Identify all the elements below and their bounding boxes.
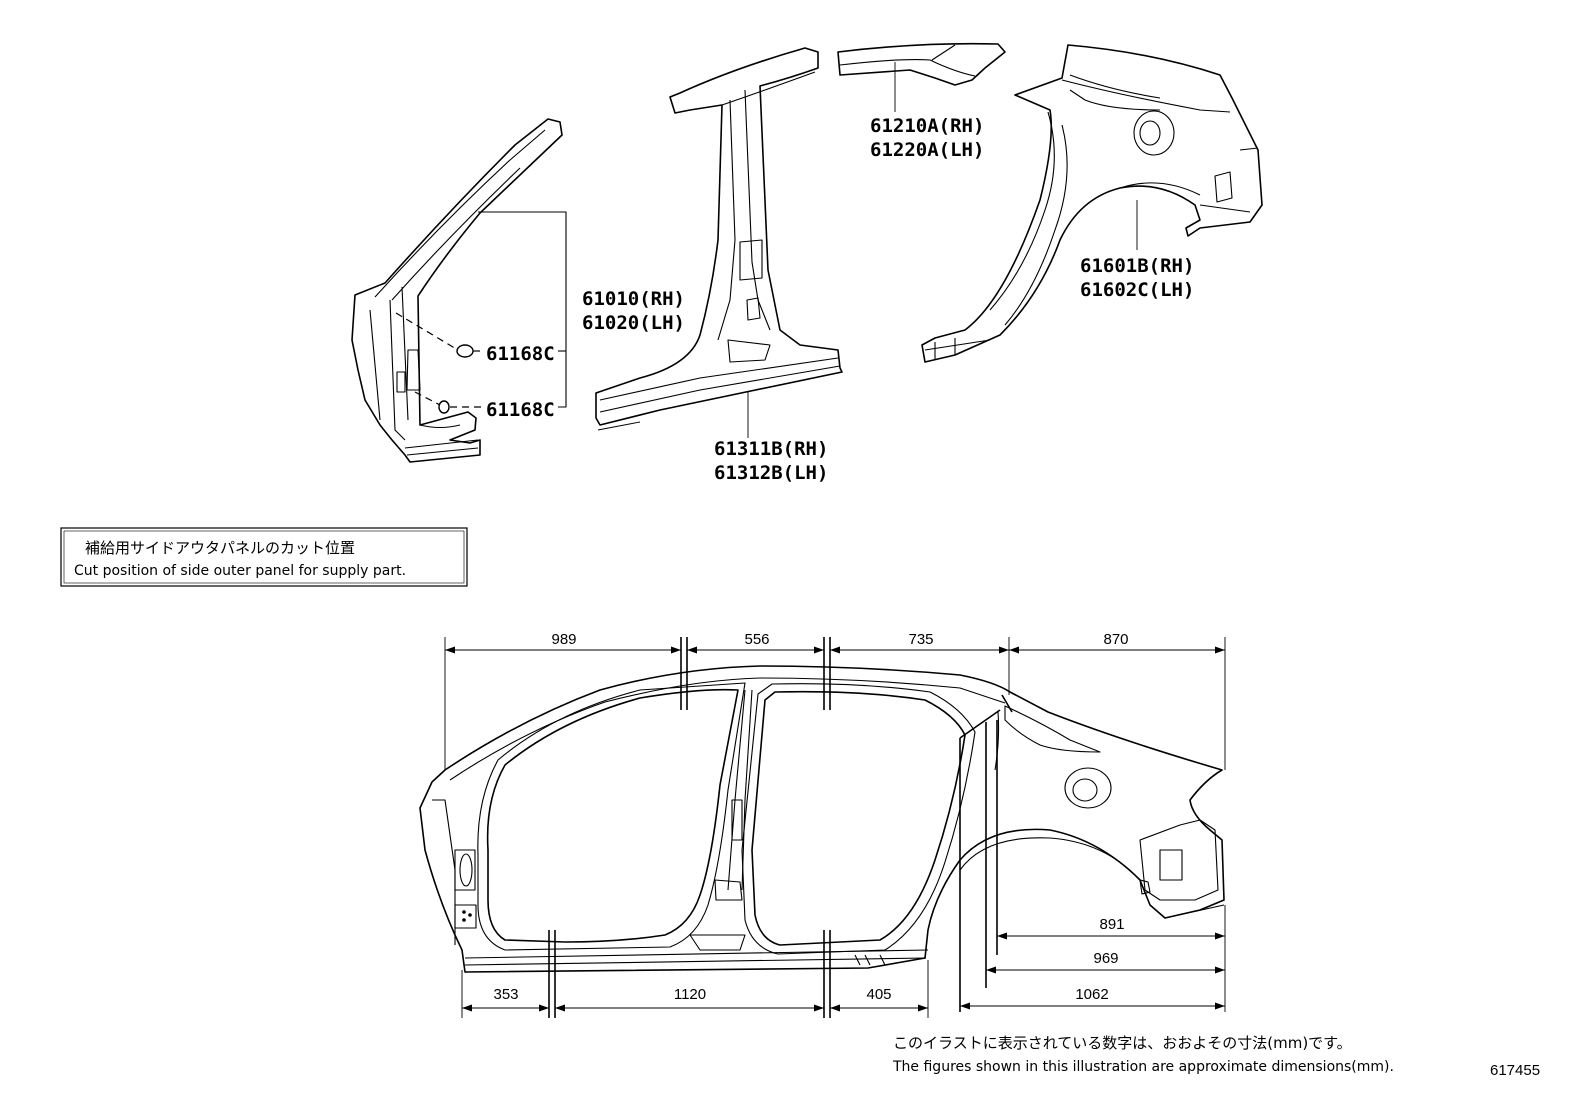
clip-icon [438, 400, 450, 414]
part-number-61010: 61010(RH) [582, 288, 685, 310]
side-outer-panel [419, 665, 1225, 973]
part-number-61601b: 61601B(RH) [1080, 255, 1194, 277]
part-number-61168c-lower: 61168C [486, 399, 555, 421]
dimension-1062: 1062 [1075, 986, 1108, 1003]
dimension-969: 969 [1093, 950, 1118, 967]
dimension-lines-bottom [461, 960, 929, 1018]
dimension-353: 353 [493, 986, 518, 1003]
part-number-61602c: 61602C(LH) [1080, 279, 1194, 301]
dimension-1120: 1120 [674, 986, 706, 1003]
footnote-en: The figures shown in this illustration a… [892, 1059, 1394, 1075]
front-pillar-panel [351, 118, 567, 463]
cut-position-jp: 補給用サイドアウタパネルのカット位置 [85, 539, 355, 557]
part-number-61311b: 61311B(RH) [714, 438, 828, 460]
part-number-61210a: 61210A(RH) [870, 115, 984, 137]
roof-side-rail-panel [837, 42, 1006, 112]
center-pillar-rocker-panel [595, 47, 843, 438]
part-number-61312b: 61312B(LH) [714, 462, 828, 484]
part-number-61020: 61020(LH) [582, 312, 685, 334]
dimension-lines-right [960, 905, 1226, 1012]
dimension-405: 405 [866, 986, 891, 1003]
clip-icon [456, 344, 474, 358]
dimension-556: 556 [744, 631, 769, 648]
dimension-870: 870 [1103, 631, 1128, 648]
cut-position-box [60, 527, 468, 587]
part-number-61168c-upper: 61168C [486, 343, 555, 365]
quarter-panel [921, 44, 1263, 363]
dimension-735: 735 [908, 631, 933, 648]
dimension-989: 989 [551, 631, 576, 648]
footnote-jp: このイラストに表示されている数字は、おおよその寸法(mm)です。 [893, 1034, 1352, 1052]
illustration-id: 617455 [1490, 1062, 1540, 1079]
cut-lines [548, 637, 1013, 1018]
dimension-891: 891 [1099, 916, 1124, 933]
dimension-lines-top [444, 637, 1226, 770]
cut-position-en: Cut position of side outer panel for sup… [74, 563, 406, 579]
part-number-61220a: 61220A(LH) [870, 139, 984, 161]
